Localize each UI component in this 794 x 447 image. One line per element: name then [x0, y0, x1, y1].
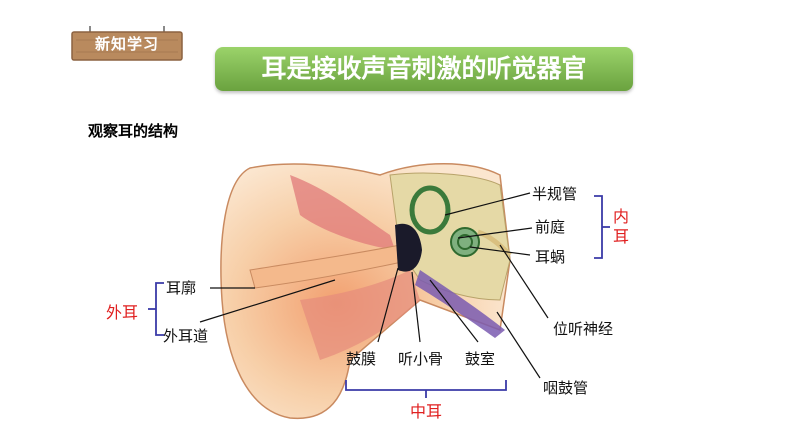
label-cochlea: 耳蜗: [535, 248, 566, 266]
label-tympanic-cavity: 鼓室: [465, 350, 496, 368]
label-external-auditory-canal: 外耳道: [163, 327, 209, 345]
subtitle: 观察耳的结构: [88, 122, 179, 140]
label-vestibulocochlear-nerve: 位听神经: [553, 320, 614, 338]
tissue-lower: [300, 270, 420, 360]
section-tag: 新知学习: [94, 35, 159, 53]
section-sign-board: [71, 26, 183, 61]
semicircular-canal-shape: [409, 185, 451, 235]
label-eardrum: 鼓膜: [346, 350, 377, 368]
title-banner: [215, 47, 633, 91]
eustachian-tube-shape: [415, 270, 505, 338]
group-middle-ear: 中耳: [410, 402, 443, 421]
label-vestibule: 前庭: [535, 218, 566, 236]
brackets: [148, 195, 610, 398]
group-outer-ear: 外耳: [106, 303, 139, 322]
label-semicircular-canals: 半规管: [532, 185, 578, 203]
label-auricle: 耳廓: [166, 279, 197, 297]
label-eustachian-tube: 咽鼓管: [543, 379, 589, 397]
group-inner-ear: 内耳: [613, 207, 630, 246]
page-title: 耳是接收声音刺激的听觉器官: [261, 54, 587, 83]
pointer-lines: [199, 192, 549, 379]
middle-ear-cavity: [395, 223, 422, 272]
tissue-upper: [290, 175, 395, 250]
label-ossicles: 听小骨: [398, 350, 444, 368]
cochlea-shape: [450, 227, 480, 257]
